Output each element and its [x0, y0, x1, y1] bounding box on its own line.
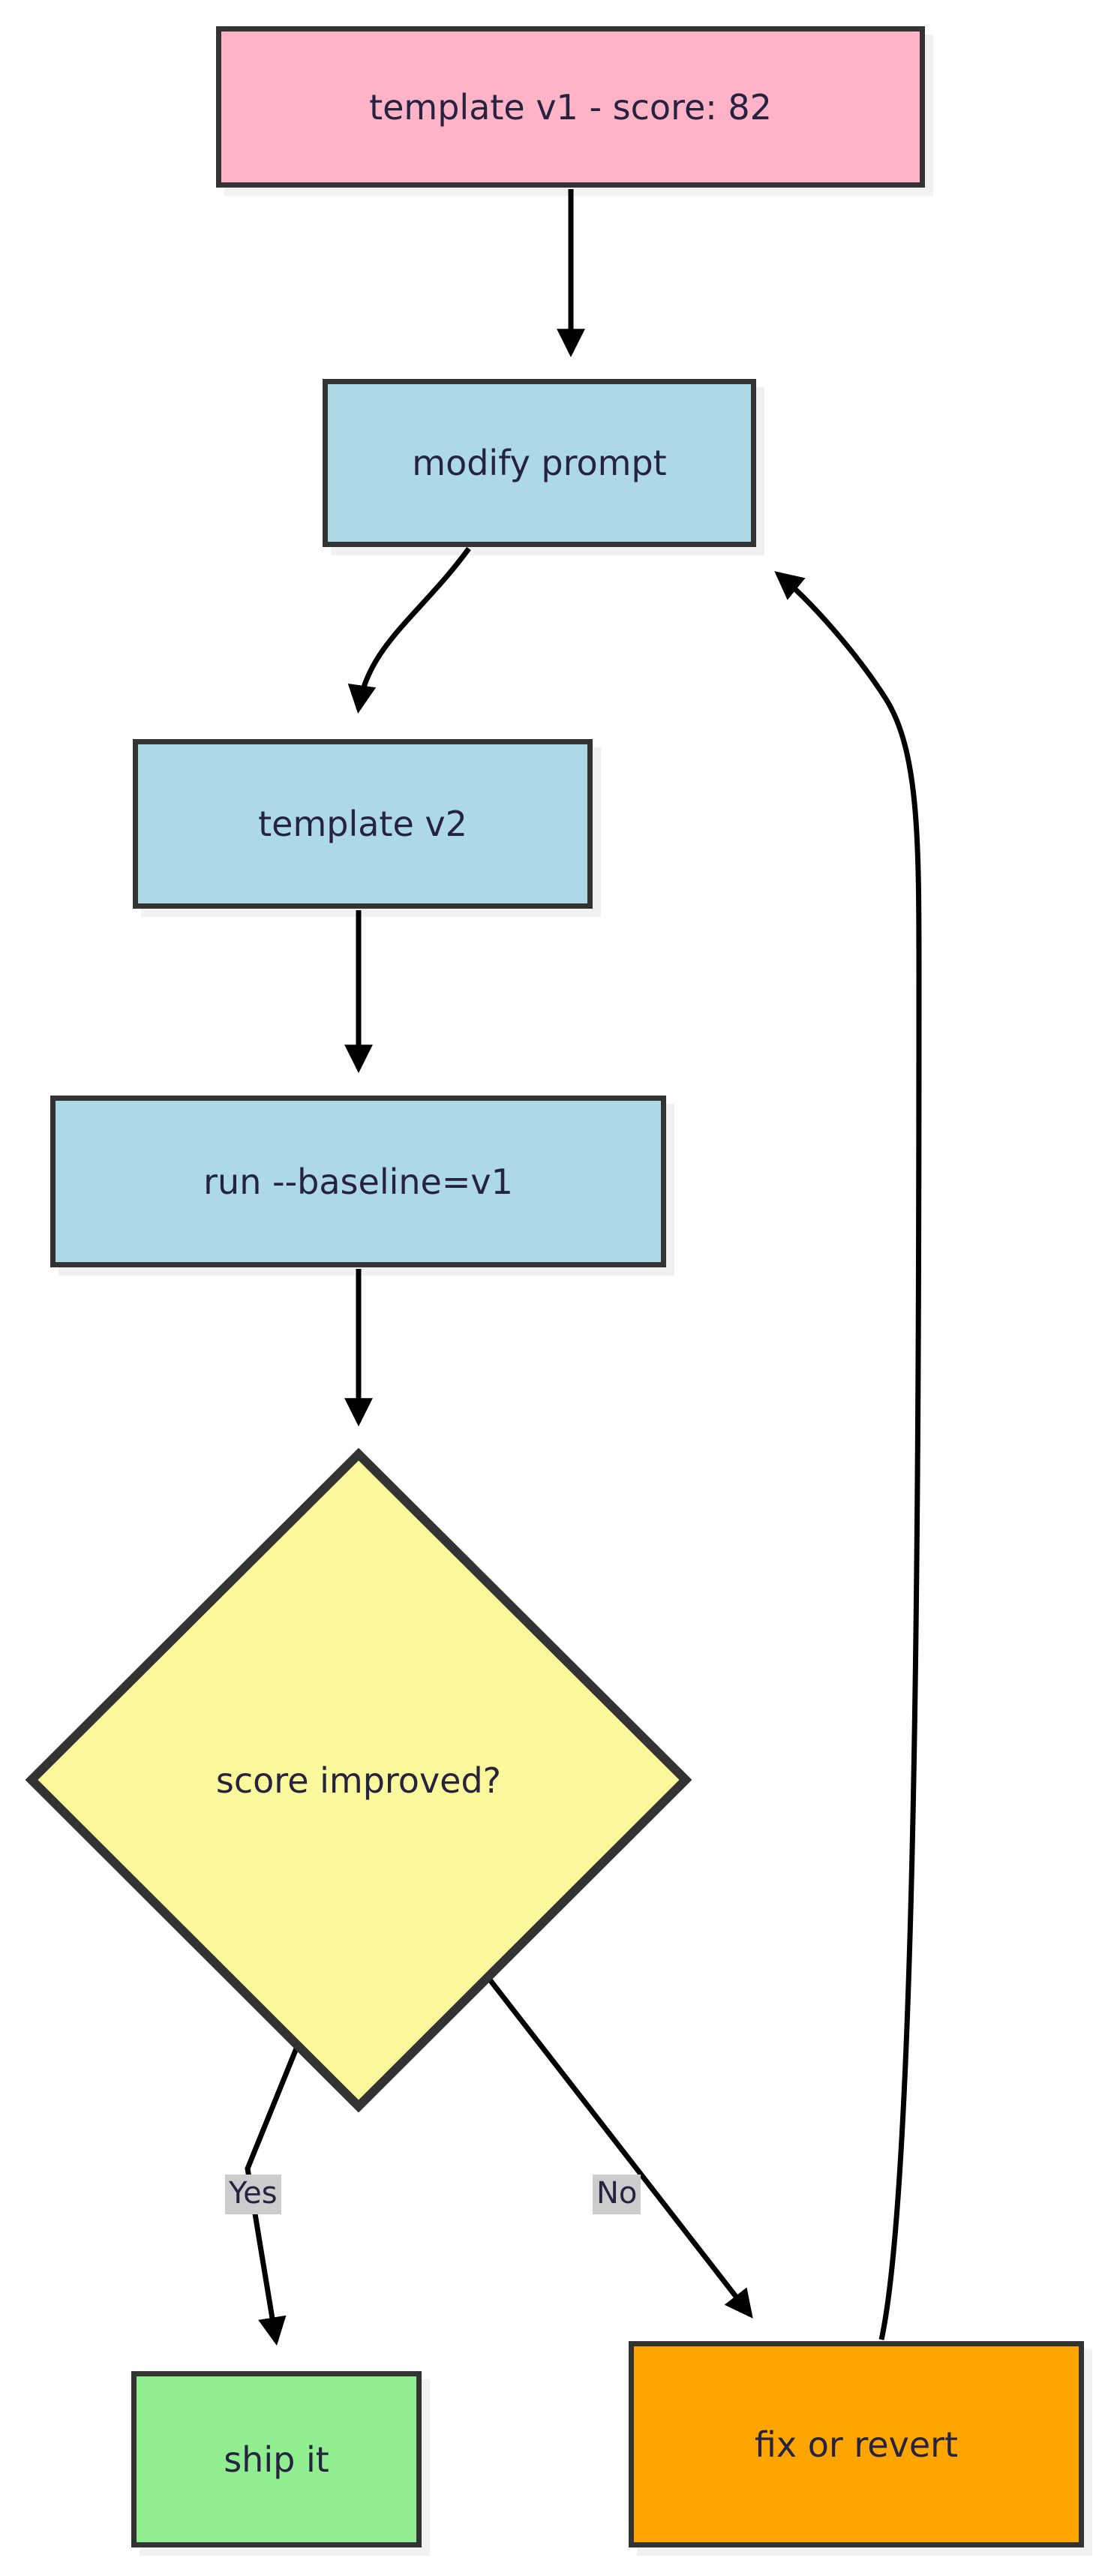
node-template-v1-label: template v1 - score: 82 — [369, 86, 772, 128]
node-run-baseline-label: run --baseline=v1 — [203, 1161, 513, 1202]
node-score-improved-label: score improved? — [215, 1760, 502, 1801]
node-template-v1[interactable]: template v1 - score: 82 — [216, 26, 925, 188]
node-run-baseline[interactable]: run --baseline=v1 — [50, 1096, 666, 1267]
edge-label-no: No — [593, 2175, 641, 2215]
edge-label-yes: Yes — [225, 2175, 281, 2215]
node-score-improved[interactable]: score improved? — [26, 1448, 692, 2112]
edge-score-improved-to-ship-it — [245, 2047, 299, 2346]
node-template-v2[interactable]: template v2 — [133, 739, 593, 909]
node-modify-prompt-label: modify prompt — [412, 443, 667, 483]
edge-fix-or-revert-to-modify-prompt — [774, 571, 922, 2340]
node-fix-or-revert-label: fix or revert — [754, 2424, 959, 2465]
edge-score-improved-to-fix-or-revert — [484, 1973, 753, 2319]
diamond-shape — [26, 1448, 692, 2112]
node-template-v2-label: template v2 — [258, 804, 467, 844]
node-ship-it[interactable]: ship it — [131, 2371, 422, 2547]
node-ship-it-label: ship it — [224, 2439, 329, 2480]
node-fix-or-revert[interactable]: fix or revert — [629, 2341, 1084, 2547]
node-modify-prompt[interactable]: modify prompt — [323, 379, 756, 547]
edge-modify-prompt-to-template-v2 — [347, 546, 471, 714]
